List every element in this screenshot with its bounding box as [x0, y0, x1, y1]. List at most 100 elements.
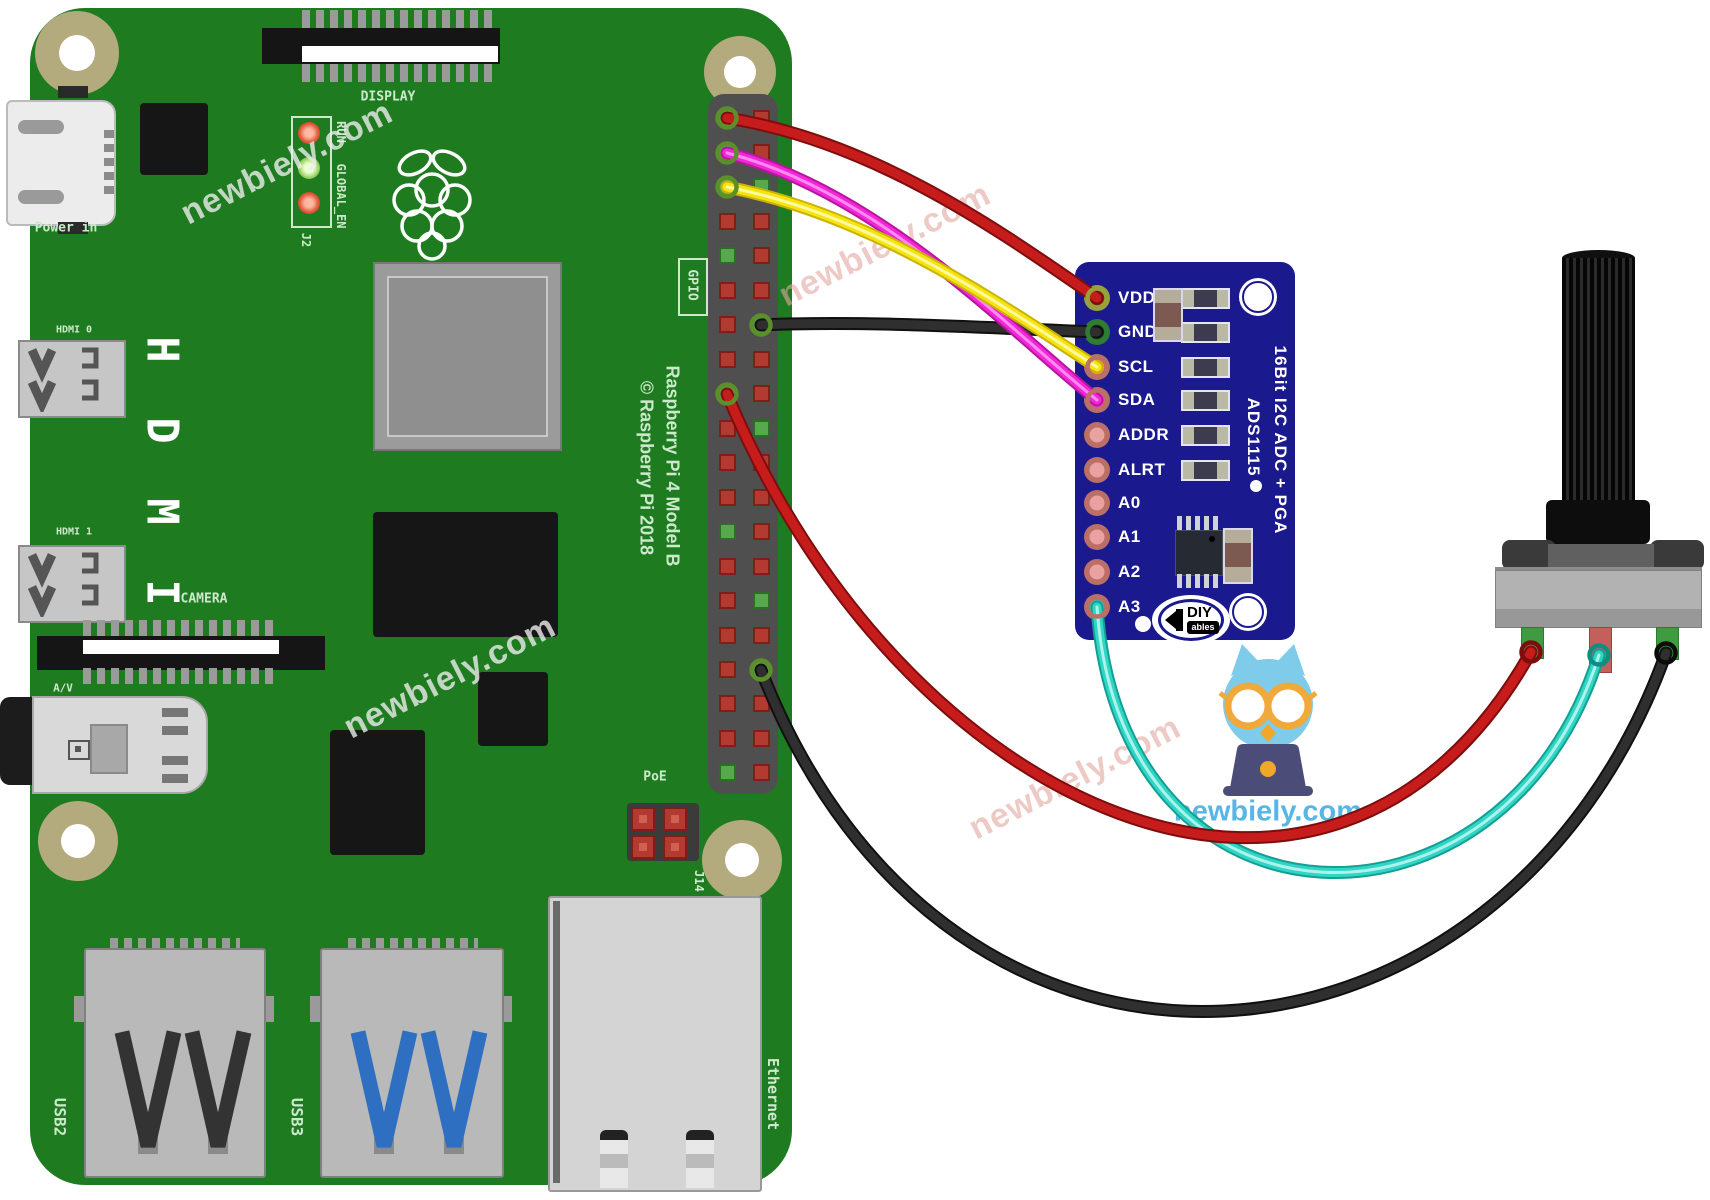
- gpio-pin: [718, 523, 736, 541]
- gpio-pin: [752, 212, 770, 230]
- ads1115-pin-label-addr: ADDR: [1118, 425, 1170, 444]
- smd-resistor: [1181, 322, 1230, 343]
- gpio-pin: [717, 383, 737, 404]
- ads1115-pad-alrt: [1084, 457, 1110, 483]
- gpio-pin: [717, 108, 737, 128]
- watermark: newbiely.com: [962, 707, 1187, 848]
- camera-connector-pins: [83, 668, 279, 684]
- gpio-pin: [752, 729, 770, 747]
- j14-label: J14: [692, 870, 706, 892]
- power-in-label: Power in: [34, 220, 98, 236]
- ads1115-pin-label-a2: A2: [1118, 562, 1141, 581]
- global-en-label: GLOBAL_EN: [334, 163, 348, 229]
- pot-mount-bar: [1548, 544, 1654, 571]
- silkscreen-dot: [1135, 616, 1151, 632]
- ads1115-pin-label-a1: A1: [1118, 527, 1141, 546]
- gpio-pin: [718, 764, 736, 782]
- run-led: [298, 122, 320, 144]
- pot-mount-tab: [1650, 540, 1704, 570]
- gpio-pin: [751, 314, 771, 335]
- smd-resistor: [1181, 425, 1230, 446]
- soc-chip: [373, 262, 562, 451]
- gpio-pin: [752, 109, 770, 127]
- diyables-text: DIY: [1187, 604, 1213, 621]
- smd-resistor: [1181, 288, 1230, 309]
- mounting-hole: [38, 801, 118, 881]
- copyright-label: © Raspberry Pi 2018: [636, 380, 657, 556]
- pot-shaft: [1562, 258, 1635, 506]
- gpio-pin: [717, 176, 737, 197]
- gpio-pin: [752, 626, 770, 644]
- global-en-led: [298, 157, 320, 179]
- gpio-label-box: [678, 258, 708, 316]
- gpio-header: [708, 94, 778, 794]
- camera-connector-cable: [83, 640, 279, 654]
- ads1115-pin-label-vdd: VDD: [1118, 288, 1156, 307]
- poe-header: [627, 803, 699, 861]
- hdmi-big-label: H D M I: [136, 336, 188, 620]
- usb3-pins: [348, 938, 478, 950]
- gpio-pin: [752, 178, 770, 196]
- gpio-pin: [718, 695, 736, 713]
- gpio-pin: [752, 419, 770, 437]
- gpio-pin: [718, 454, 736, 472]
- smd-resistor: [1181, 390, 1230, 411]
- display-connector-pins: [302, 64, 498, 82]
- smd-capacitor: [1153, 288, 1183, 342]
- ads1115-pad-a1: [1084, 524, 1110, 550]
- gpio-pin: [718, 281, 736, 299]
- ads1115-pin-label-sda: SDA: [1118, 390, 1156, 409]
- camera-label: CAMERA: [180, 591, 228, 607]
- mounting-hole: [35, 11, 119, 95]
- ads1115-pad-a2: [1084, 559, 1110, 585]
- ethernet-label: Ethernet: [764, 1057, 782, 1131]
- module-mounting-hole: [1239, 278, 1277, 316]
- gpio-pin: [752, 557, 770, 575]
- silkscreen-dot: [1250, 480, 1262, 492]
- pot-left-leg: [1521, 627, 1544, 659]
- raspberry-pi-logo: [392, 149, 472, 261]
- ads1115-pad-scl: [1084, 354, 1110, 380]
- pot-body: [1495, 570, 1702, 628]
- ads1115-pad-a0: [1084, 490, 1110, 516]
- gpio-label: GPIO: [684, 269, 700, 301]
- usb2-port: [84, 948, 266, 1178]
- av-label: A/V: [53, 681, 73, 695]
- owl-icon: [1218, 644, 1318, 796]
- smd-capacitor: [1223, 528, 1253, 584]
- av-jack-barrel: [0, 697, 36, 785]
- gpio-pin: [718, 729, 736, 747]
- module-mounting-hole: [1229, 593, 1267, 631]
- gpio-pin: [752, 488, 770, 506]
- power-in-port: [6, 100, 116, 226]
- ads1115-pad-gnd: [1084, 319, 1110, 345]
- newbiely-logo-text: newbiely.com: [1173, 795, 1363, 828]
- module-title: 16Bit I2C ADC + PGA: [1271, 345, 1290, 535]
- usb3-label: USB3: [287, 1097, 307, 1137]
- pot-flange: [1495, 567, 1702, 572]
- power-in-tab: [58, 222, 88, 234]
- gpio-pin: [718, 247, 736, 265]
- diyables-subtext: ables: [1187, 621, 1219, 634]
- ethernet-port: [548, 896, 762, 1192]
- mounting-hole: [702, 820, 782, 900]
- ads1115-pad-sda: [1084, 387, 1110, 413]
- gpio-pin: [752, 523, 770, 541]
- watermark: newbiely.com: [772, 174, 997, 315]
- usb3-port: [320, 948, 504, 1178]
- usb2-label: USB2: [50, 1097, 70, 1137]
- power-in-tab: [58, 86, 88, 98]
- ads1115-pad-vdd: [1084, 285, 1110, 311]
- gpio-pin: [752, 143, 770, 161]
- module-part-number: ADS1115: [1244, 397, 1263, 477]
- chip: [140, 103, 208, 175]
- camera-connector-pins: [83, 620, 279, 636]
- gpio-pin: [718, 626, 736, 644]
- gpio-pin: [718, 592, 736, 610]
- j2-led-block: [291, 116, 332, 228]
- raspberry-pi-board: DISPLAY Power in RUN GLOBAL_EN J2: [0, 8, 792, 1192]
- chip: [478, 672, 548, 746]
- pot-bushing: [1546, 500, 1650, 544]
